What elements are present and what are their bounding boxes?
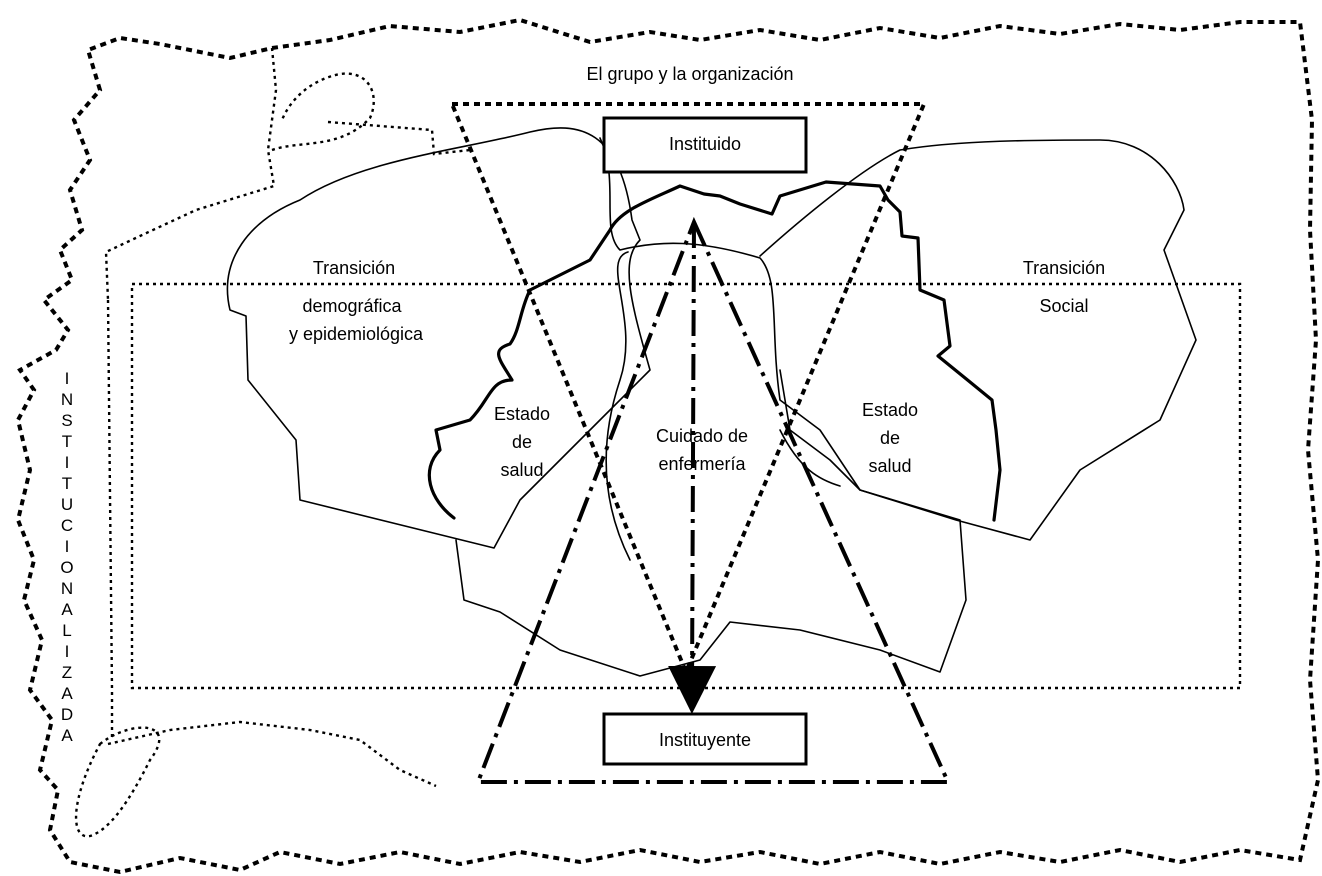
vertical-letter: D [61,705,73,724]
vertical-letter: T [62,474,72,493]
vertical-letter: U [61,495,73,514]
vertical-letter: S [61,411,72,430]
vertical-letter: O [60,558,73,577]
upper-lobe-line [104,47,278,301]
vertical-letter: N [61,390,73,409]
estado-right-line2: de [880,428,900,448]
vertical-letter: A [61,600,73,619]
instituyente-box [602,712,808,766]
instituyente-label: Instituyente [659,730,751,750]
transicion-left-label: Transición [313,258,395,278]
epidemiologica-label: y epidemiológica [289,324,424,344]
cuidado-line1: Cuidado de [656,426,748,446]
vertical-letter: A [61,684,73,703]
estado-left-line1: Estado [494,404,550,424]
upward-triangle [475,216,952,784]
transicion-right-label: Transición [1023,258,1105,278]
arrow-down [668,221,717,714]
outer-boundary [15,17,1321,875]
vertical-letter: L [62,621,71,640]
upper-lobe-curl [271,72,375,152]
vertical-letter: A [61,726,73,745]
vertical-letter: C [61,516,73,535]
vertical-letter: I [65,369,70,388]
estado-right-inner [779,429,841,487]
instituido-box [602,116,808,174]
lower-loop [74,726,161,838]
lower-tail [107,720,437,788]
vertical-letter: Z [62,663,72,682]
demografica-label: demográfica [302,296,402,316]
estado-right-line3: salud [868,456,911,476]
vertical-letter: I [65,642,70,661]
estado-left-line3: salud [500,460,543,480]
cuidado-line2: enfermería [658,454,746,474]
instituido-label: Instituido [669,134,741,154]
inner-wiggle-left [106,299,114,740]
inner-dotted-rect [130,282,1242,690]
social-label: Social [1039,296,1088,316]
vertical-letter: N [61,579,73,598]
region-demografica [226,127,651,549]
outer-title: El grupo y la organización [586,64,793,84]
inverted-triangle [449,102,928,678]
estado-right-line1: Estado [862,400,918,420]
estado-left-boundary [427,180,1002,522]
vertical-letter: I [65,537,70,556]
vertical-letter: I [65,453,70,472]
vertical-letter: T [62,432,72,451]
estado-left-line2: de [512,432,532,452]
center-curve [605,251,631,561]
upper-lobe-tab [327,120,471,156]
